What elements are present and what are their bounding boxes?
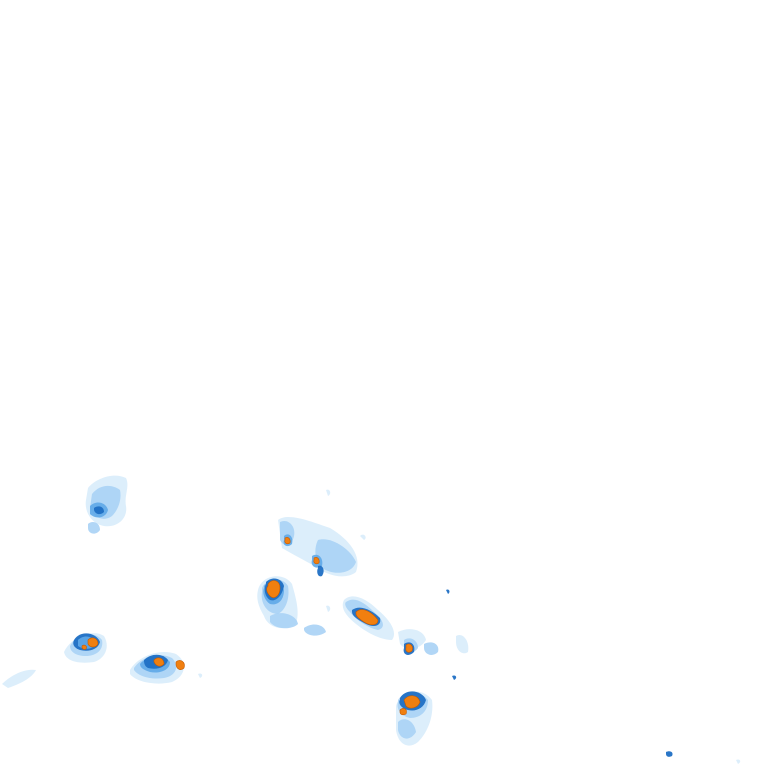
precip-specks [2,489,741,764]
precip-cell-6 [130,651,185,684]
precip-cell-2 [278,517,358,577]
precip-cell-4 [342,596,469,655]
precip-cell-7 [396,691,433,746]
precip-cell-1 [85,475,128,534]
precip-cell-3 [257,576,326,636]
precip-cell-5 [64,633,107,663]
